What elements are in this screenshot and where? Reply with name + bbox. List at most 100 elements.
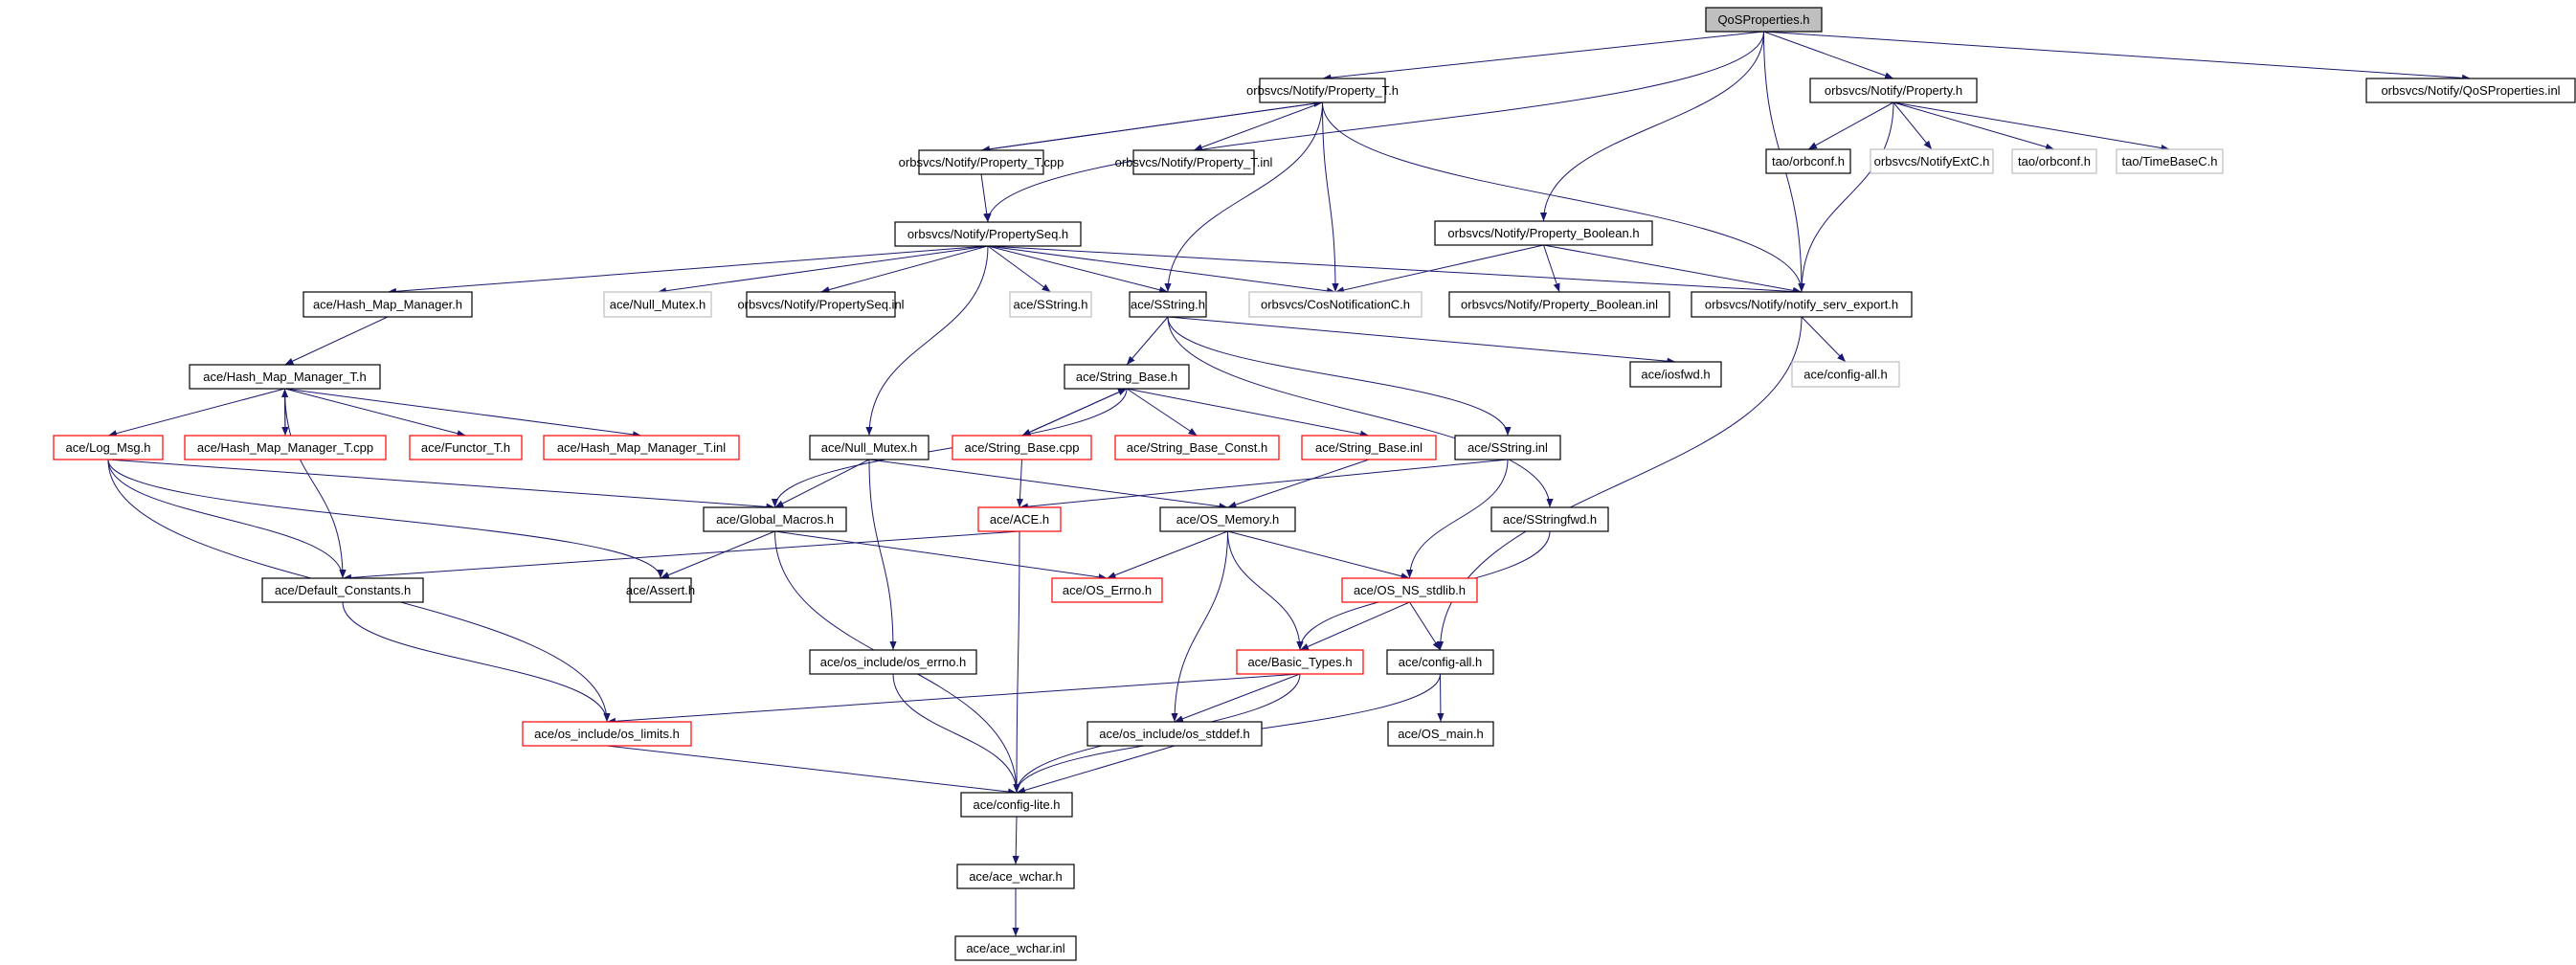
node-label: orbsvcs/Notify/Property_T.cpp [899, 155, 1064, 169]
node-label: ace/Default_Constants.h [275, 583, 411, 597]
node-propT_h[interactable]: orbsvcs/Notify/Property_T.h [1246, 78, 1399, 103]
edge-configlite-to-acewchar_h [1012, 816, 1019, 865]
node-functorT[interactable]: ace/Functor_T.h [409, 435, 523, 460]
node-stringbase_inl[interactable]: ace/String_Base.inl [1301, 435, 1437, 460]
node-notifyextc[interactable]: orbsvcs/NotifyExtC.h [1870, 148, 1994, 174]
edge-hmmT_h-to-functorT [284, 388, 466, 438]
node-os_errno_inc[interactable]: ace/os_include/os_errno.h [809, 649, 977, 675]
node-sstring_h[interactable]: ace/SString.h [1129, 291, 1207, 318]
node-stringbase_h[interactable]: ace/String_Base.h [1064, 364, 1190, 390]
edge-propseq_h-to-propseq_inl [820, 245, 989, 294]
edge-propT_h-to-sstring_h [1164, 101, 1323, 293]
node-globalmacros[interactable]: ace/Global_Macros.h [703, 506, 847, 532]
node-label: ace/os_include/os_limits.h [534, 727, 680, 741]
node-os_limits[interactable]: ace/os_include/os_limits.h [522, 721, 692, 747]
edge-propseq_h-to-sstring_h [987, 245, 1169, 294]
node-box [302, 291, 473, 318]
edge-stringbase_h-to-globalmacros [771, 388, 1128, 508]
node-label: orbsvcs/NotifyExtC.h [1874, 154, 1990, 168]
edge-nullmutex_h-to-globalmacros [774, 459, 870, 508]
node-basictypes[interactable]: ace/Basic_Types.h [1236, 649, 1364, 675]
node-label: ace/ACE.h [990, 512, 1049, 527]
node-stringbase_cpp[interactable]: ace/String_Base.cpp [952, 435, 1092, 460]
edge-propbool_h-to-propbool_inl [1543, 244, 1560, 293]
node-box [1341, 577, 1478, 603]
node-configlite[interactable]: ace/config-lite.h [960, 792, 1073, 818]
node-ace_h[interactable]: ace/ACE.h [977, 506, 1062, 532]
node-label: ace/Hash_Map_Manager_T.cpp [197, 440, 373, 455]
node-configall_h[interactable]: ace/config-all.h [1386, 649, 1494, 675]
node-box [954, 935, 1077, 961]
node-orbconf2[interactable]: tao/orbconf.h [2011, 148, 2097, 174]
node-logmsg[interactable]: ace/Log_Msg.h [53, 435, 164, 460]
node-propT_cpp[interactable]: orbsvcs/Notify/Property_T.cpp [899, 149, 1064, 175]
node-orbconf1[interactable]: tao/orbconf.h [1765, 148, 1851, 174]
node-box [918, 149, 1044, 175]
node-acewchar_h[interactable]: ace/ace_wchar.h [956, 864, 1075, 889]
node-sstring_inl[interactable]: ace/SString.inl [1454, 435, 1561, 460]
node-box [1086, 721, 1263, 747]
edge-propseq_h-to-cosnotif [987, 245, 1336, 295]
edge-propbool_h-to-cosnotif [1334, 244, 1544, 294]
node-qos_inl[interactable]: orbsvcs/Notify/QoSProperties.inl [2365, 78, 2576, 103]
edge-logmsg-to-defconst [107, 459, 347, 579]
edge-sstring_inl-to-osnsstdlib [1405, 459, 1509, 579]
node-propseq_h[interactable]: orbsvcs/Notify/PropertySeq.h [894, 221, 1082, 247]
node-box [809, 649, 977, 675]
edge-hmmT_h-to-defconst [284, 388, 347, 579]
node-label: orbsvcs/Notify/Property_Boolean.inl [1461, 298, 1658, 312]
node-osmemory[interactable]: ace/OS_Memory.h [1159, 506, 1296, 532]
node-prop_h[interactable]: orbsvcs/Notify/Property.h [1809, 78, 1978, 103]
node-label: orbsvcs/Notify/notify_serv_export.h [1705, 298, 1898, 312]
edge-qos-to-propT_h [1322, 31, 1764, 81]
node-hmmT_inl[interactable]: ace/Hash_Map_Manager_T.inl [543, 435, 740, 460]
node-propT_inl[interactable]: orbsvcs/Notify/Property_T.inl [1115, 149, 1273, 175]
node-label: ace/SString.h [1013, 298, 1087, 312]
node-sstringfwd[interactable]: ace/SStringfwd.h [1490, 506, 1609, 532]
node-stringbase_const[interactable]: ace/String_Base_Const.h [1114, 435, 1280, 460]
node-box [956, 864, 1075, 889]
node-box [1387, 721, 1494, 747]
node-osnsstdlib[interactable]: ace/OS_NS_stdlib.h [1341, 577, 1478, 603]
node-notify_export[interactable]: orbsvcs/Notify/notify_serv_export.h [1691, 291, 1913, 318]
node-timebasec[interactable]: tao/TimeBaseC.h [2116, 148, 2224, 174]
node-label: ace/os_include/os_errno.h [820, 655, 967, 669]
node-label: ace/SString.inl [1467, 440, 1548, 455]
node-cosnotif[interactable]: orbsvcs/CosNotificationC.h [1248, 291, 1422, 318]
node-label: ace/String_Base.inl [1315, 440, 1422, 455]
node-nullmutex_g[interactable]: ace/Null_Mutex.h [603, 291, 712, 318]
node-assert_h[interactable]: ace/Assert.h [626, 577, 695, 603]
node-hmmT_h[interactable]: ace/Hash_Map_Manager_T.h [189, 364, 381, 390]
edge-os_errno_inc-to-configlite [892, 673, 1020, 794]
node-oserrno[interactable]: ace/OS_Errno.h [1051, 577, 1163, 603]
node-label: orbsvcs/Notify/QoSProperties.inl [2381, 83, 2560, 98]
node-label: ace/Global_Macros.h [716, 512, 834, 527]
node-box [1051, 577, 1163, 603]
node-box [1691, 291, 1913, 318]
node-hmm_h[interactable]: ace/Hash_Map_Manager.h [302, 291, 473, 318]
node-label: ace/OS_Errno.h [1063, 583, 1152, 597]
node-propbool_h[interactable]: orbsvcs/Notify/Property_Boolean.h [1434, 220, 1653, 246]
node-label: ace/Functor_T.h [421, 440, 510, 455]
node-box [1159, 506, 1296, 532]
edge-defconst-to-os_limits [342, 601, 611, 723]
node-osmain[interactable]: ace/OS_main.h [1387, 721, 1494, 747]
node-acewchar_inl[interactable]: ace/ace_wchar.inl [954, 935, 1077, 961]
node-qos[interactable]: QoSProperties.h [1705, 7, 1823, 33]
edge-osmemory-to-basictypes [1227, 530, 1304, 651]
edge-osmemory-to-os_stddef [1171, 530, 1228, 723]
node-configall_g[interactable]: ace/config-all.h [1791, 361, 1900, 388]
node-iosfwd[interactable]: ace/iosfwd.h [1629, 361, 1722, 388]
node-os_stddef[interactable]: ace/os_include/os_stddef.h [1086, 721, 1263, 747]
node-defconst[interactable]: ace/Default_Constants.h [261, 577, 424, 603]
node-propbool_inl[interactable]: orbsvcs/Notify/Property_Boolean.inl [1448, 291, 1670, 318]
node-sstring_g[interactable]: ace/SString.h [1009, 291, 1092, 318]
node-hmmT_cpp[interactable]: ace/Hash_Map_Manager_T.cpp [184, 435, 387, 460]
edge-basictypes-to-os_stddef [1174, 673, 1301, 723]
node-nullmutex_h[interactable]: ace/Null_Mutex.h [809, 435, 930, 460]
node-propseq_inl[interactable]: orbsvcs/Notify/PropertySeq.inl [737, 291, 905, 318]
edge-prop_h-to-notify_export [1798, 101, 1894, 293]
node-box [1129, 291, 1207, 318]
edge-basictypes-to-os_limits [606, 673, 1301, 725]
nodes-layer: QoSProperties.h orbsvcs/Notify/Property_T… [53, 7, 2576, 961]
